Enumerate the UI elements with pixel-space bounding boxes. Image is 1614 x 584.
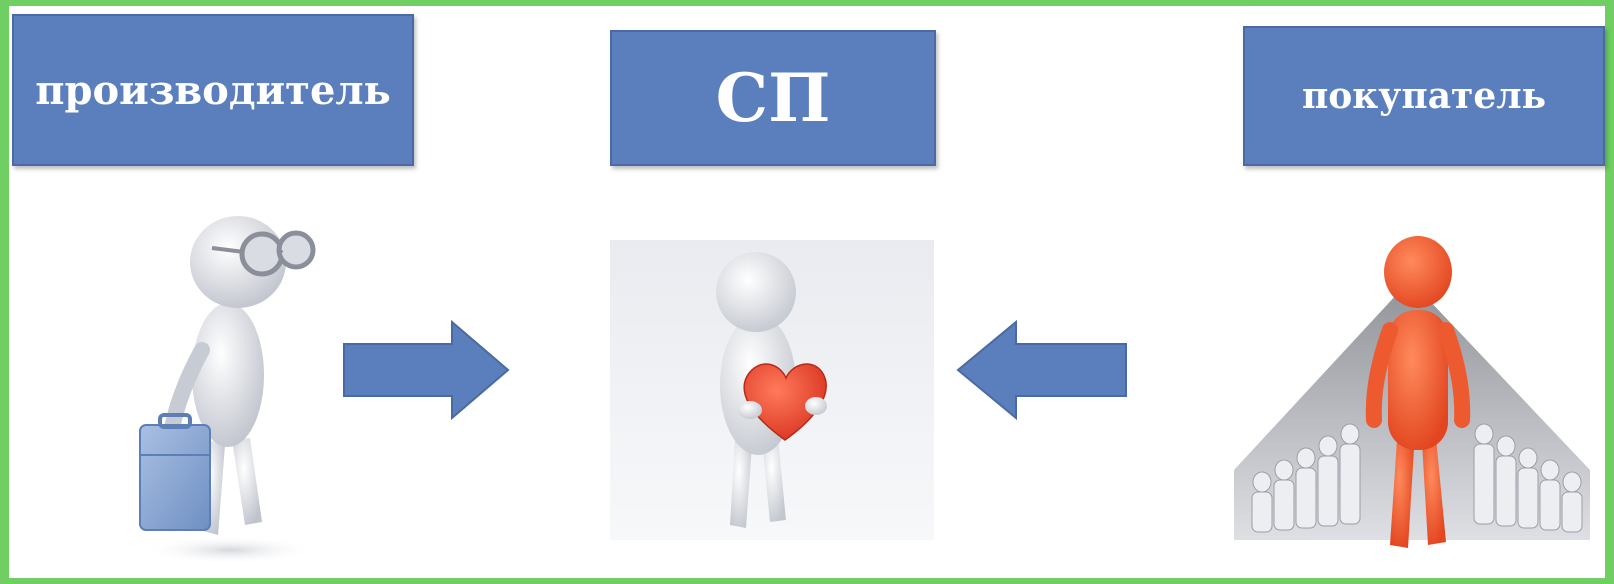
arrow-right-icon (343, 320, 510, 420)
joint-purchase-label: СП (715, 59, 831, 137)
person-holding-heart-icon (610, 240, 934, 540)
producer-label-box: производитель (12, 14, 414, 166)
joint-purchase-label-box: СП (610, 30, 936, 166)
red-person-in-front-of-crowd-icon (1234, 236, 1590, 548)
person-with-glasses-and-briefcase-icon (139, 216, 316, 564)
arrow-left-icon (956, 320, 1127, 420)
buyer-label-box: покупатель (1243, 26, 1605, 166)
producer-label: производитель (35, 66, 391, 114)
buyer-label: покупатель (1301, 75, 1547, 117)
